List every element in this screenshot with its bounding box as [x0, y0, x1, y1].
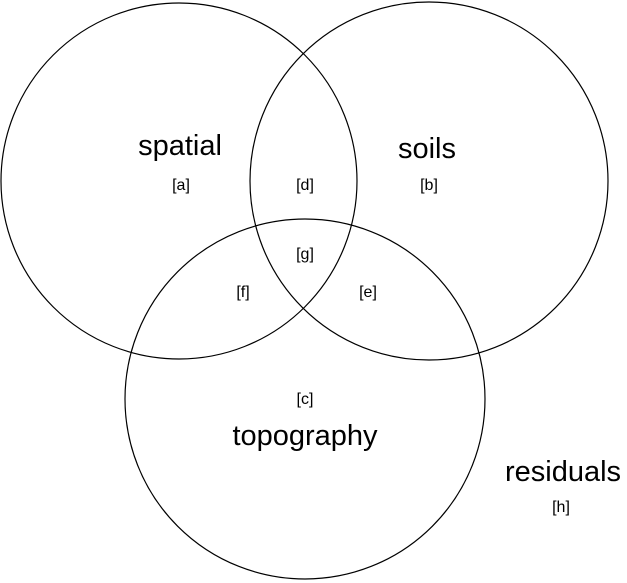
- region-label-e: [e]: [359, 284, 377, 301]
- outside-label-residuals: residuals: [505, 456, 621, 488]
- region-label-a: [a]: [172, 177, 190, 194]
- circle-topography: [124, 218, 486, 580]
- set-label-topography: topography: [232, 420, 378, 452]
- region-label-d: [d]: [296, 177, 314, 194]
- region-label-g: [g]: [296, 246, 314, 263]
- region-label-b: [b]: [420, 177, 438, 194]
- circle-spatial: [0, 2, 358, 360]
- set-label-spatial: spatial: [138, 130, 222, 162]
- circle-soils: [249, 1, 609, 361]
- region-label-f: [f]: [236, 284, 249, 301]
- set-label-soils: soils: [398, 133, 456, 165]
- region-label-c: [c]: [297, 391, 314, 408]
- region-label-h: [h]: [552, 499, 570, 516]
